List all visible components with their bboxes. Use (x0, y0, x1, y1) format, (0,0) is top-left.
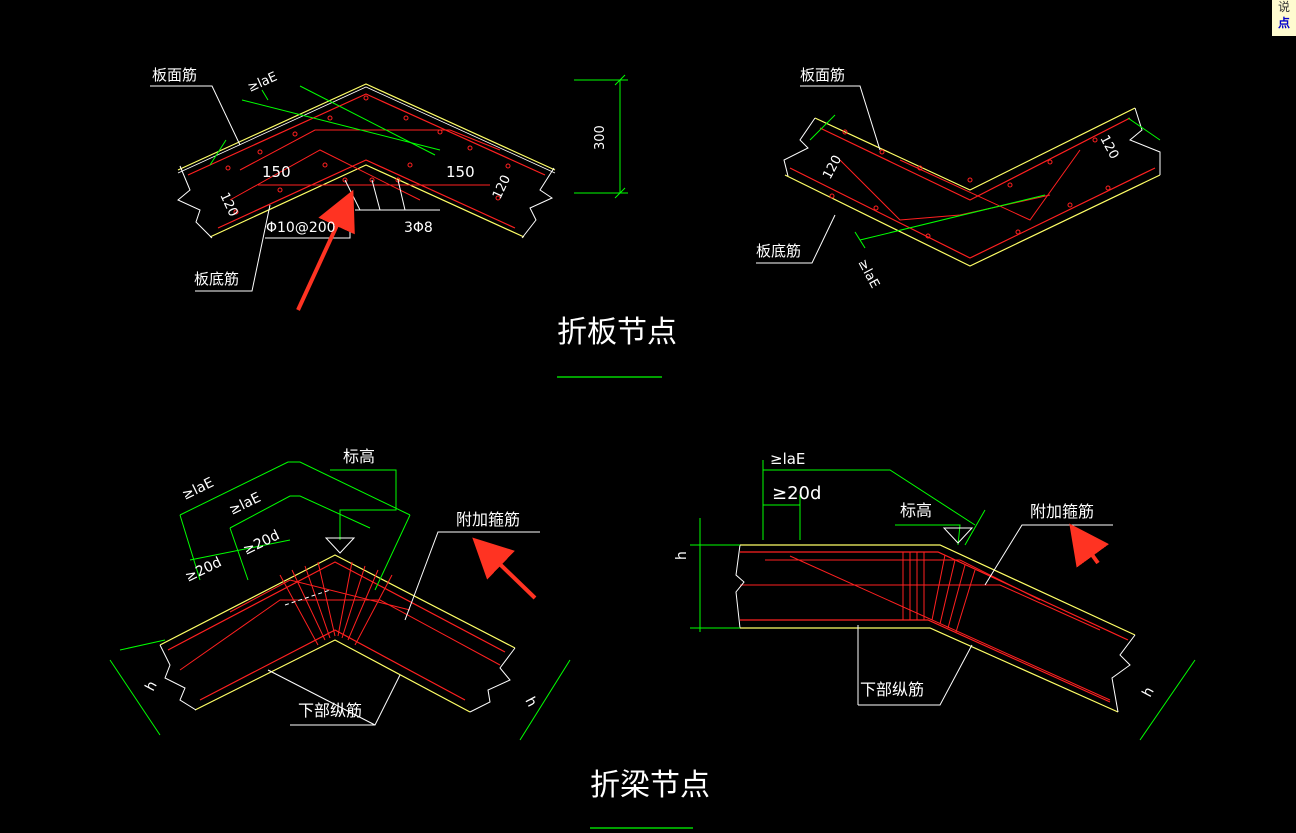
beam-convex-d-inner: ≥20d (241, 527, 283, 558)
beam-convex-elev-label: 标高 (343, 447, 375, 466)
beam-convex-bottom-bar-label: 下部纵筋 (298, 701, 362, 720)
beam-flat-bottom-bar-label: 下部纵筋 (860, 680, 924, 699)
slab-convex-top-bar-label: 板面筋 (152, 66, 197, 84)
slab-convex-right-length: 150 (446, 163, 475, 181)
slab-convex-height-dim: 300 (593, 125, 608, 150)
beam-flat-d-label: ≥20d (772, 483, 821, 504)
beam-flat-elev-label: 标高 (900, 501, 932, 520)
beam-convex-stirrup-label: 附加箍筋 (456, 510, 520, 529)
slab-concave-anchor-label: ≥laE (854, 257, 882, 291)
slab-concave-detail: 板面筋 板底筋 ≥laE 120 120 (756, 66, 1161, 291)
slab-convex-right-thickness: 120 (490, 173, 514, 202)
beam-flat-stirrup-label: 附加箍筋 (1030, 502, 1094, 521)
beam-flat-anchor-label: ≥laE (770, 450, 805, 468)
slab-convex-stirrup-label: Φ10@200 (266, 220, 336, 236)
beam-convex-h-right: h (521, 694, 539, 709)
side-note-line1: 说 (1277, 0, 1290, 14)
slab-convex-detail: 板面筋 板底筋 ≥laE 150 150 120 120 Φ10@200 3Φ8… (150, 66, 628, 311)
beam-section-title: 折梁节点 (590, 768, 710, 803)
beam-convex-detail: ≥laE ≥laE ≥20d ≥20d 标高 附加箍筋 下部纵筋 h h (109, 447, 571, 741)
beam-convex-h-left: h (142, 679, 160, 694)
slab-convex-extra-bar-label: 3Φ8 (404, 220, 433, 236)
slab-convex-left-length: 150 (262, 163, 291, 181)
beam-flat-detail: ≥laE ≥20d 标高 附加箍筋 下部纵筋 h h (674, 450, 1196, 741)
slab-concave-left-thickness: 120 (820, 153, 845, 182)
slab-concave-bottom-bar-label: 板底筋 (756, 242, 801, 260)
slab-concave-top-bar-label: 板面筋 (800, 66, 845, 84)
slab-section-title: 折板节点 (557, 315, 677, 350)
slab-convex-bottom-bar-label: 板底筋 (194, 270, 239, 288)
beam-flat-h-right: h (1139, 685, 1157, 700)
beam-convex-d-outer: ≥20d (183, 554, 225, 585)
side-note-line2[interactable]: 点 (1277, 16, 1290, 30)
beam-convex-anchor-inner: ≥laE (227, 490, 264, 519)
beam-flat-h-left: h (674, 551, 690, 560)
slab-concave-right-thickness: 120 (1096, 133, 1121, 162)
slab-convex-left-thickness: 120 (216, 190, 240, 219)
side-note: 说 点 (1272, 0, 1296, 36)
